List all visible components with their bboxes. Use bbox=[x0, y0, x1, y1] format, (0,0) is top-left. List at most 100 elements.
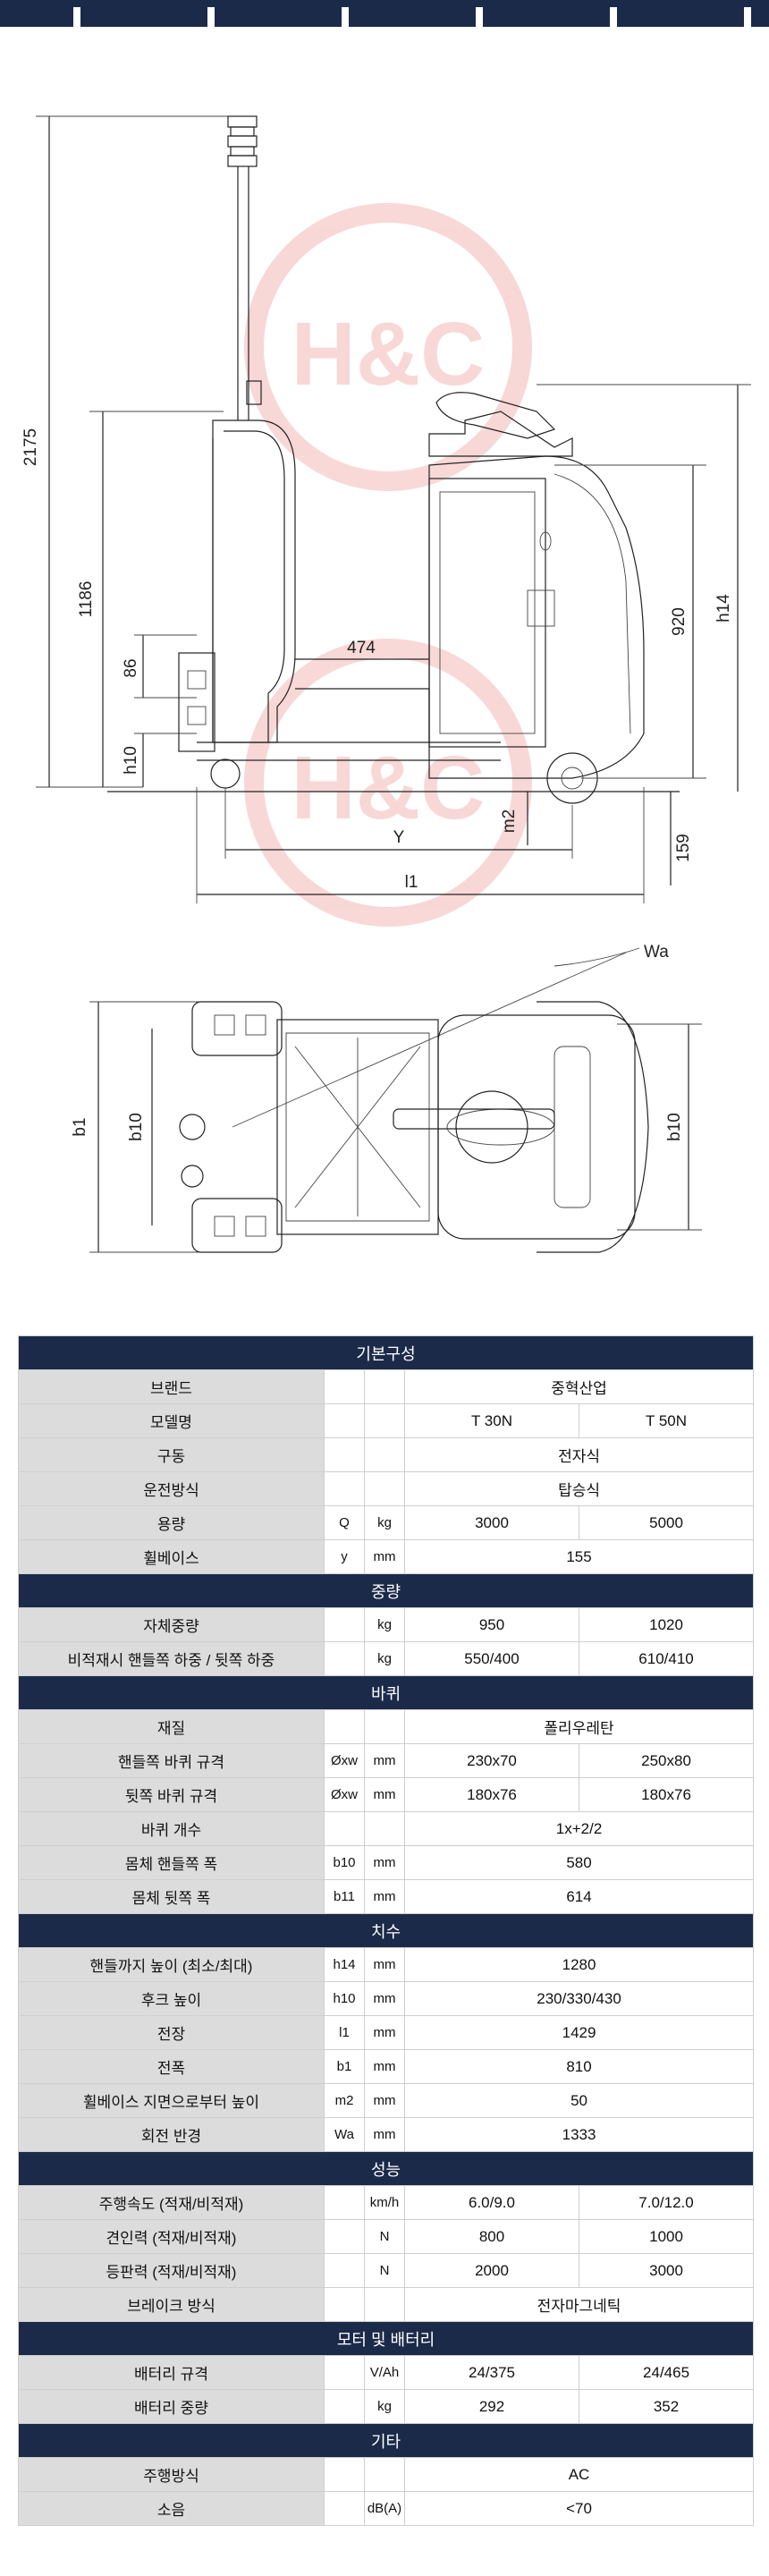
spec-symbol bbox=[324, 2253, 365, 2288]
spec-unit: mm bbox=[364, 1777, 405, 1812]
spec-label: 주행속도 (적재/비적재) bbox=[18, 2185, 325, 2220]
spec-unit: mm bbox=[364, 1879, 405, 1914]
spec-value-t50n: 24/465 bbox=[578, 2355, 755, 2390]
spec-label: 후크 높이 bbox=[18, 1981, 325, 2016]
bar-tick bbox=[610, 7, 617, 27]
tiller-handle bbox=[227, 115, 262, 420]
spec-unit: mm bbox=[364, 1539, 405, 1574]
spec-unit: kg bbox=[364, 1641, 405, 1676]
spec-symbol: b1 bbox=[324, 2049, 365, 2084]
spec-value-t50n: 180x76 bbox=[578, 1777, 755, 1812]
spec-unit: kg bbox=[364, 1607, 405, 1642]
spec-unit: N bbox=[364, 2219, 405, 2254]
spec-label: 핸들까지 높이 (최소/최대) bbox=[18, 1947, 325, 1982]
spec-value: 50 bbox=[403, 2083, 755, 2118]
bar-tick bbox=[476, 7, 483, 27]
spec-label: 재질 bbox=[18, 1709, 325, 1744]
spec-value: 230/330/430 bbox=[403, 1981, 755, 2016]
spec-symbol bbox=[324, 1369, 365, 1404]
spec-unit bbox=[364, 1709, 405, 1744]
spec-value: 810 bbox=[403, 2049, 755, 2084]
spec-value: 전자식 bbox=[403, 1437, 755, 1472]
spec-unit bbox=[364, 1403, 405, 1438]
spec-value: 155 bbox=[403, 1539, 755, 1574]
spec-symbol bbox=[324, 1403, 365, 1438]
spec-category-label: 중량 bbox=[17, 1573, 755, 1608]
spec-label: 몸체 뒷쪽 폭 bbox=[18, 1879, 325, 1914]
truck-body bbox=[178, 392, 645, 804]
spec-value-t30n: 292 bbox=[404, 2389, 579, 2424]
spec-value-t30n: 6.0/9.0 bbox=[404, 2185, 579, 2220]
spec-unit: mm bbox=[364, 1947, 405, 1982]
spec-value-t50n: T 50N bbox=[578, 1403, 755, 1438]
spec-value-t50n: 1020 bbox=[578, 1607, 755, 1642]
svg-text:H&C: H&C bbox=[292, 738, 486, 838]
spec-symbol bbox=[324, 1709, 365, 1744]
spec-symbol bbox=[324, 2457, 365, 2492]
spec-value-t30n: 230x70 bbox=[404, 1743, 579, 1778]
spec-symbol bbox=[324, 1607, 365, 1642]
spec-label: 전장 bbox=[18, 2015, 325, 2050]
spec-value: 폴리우레탄 bbox=[403, 1709, 755, 1744]
spec-unit bbox=[364, 1369, 405, 1404]
spec-symbol: Q bbox=[324, 1505, 365, 1540]
dim-arc-Wa bbox=[554, 947, 640, 967]
spec-unit: dB(A) bbox=[364, 2491, 405, 2526]
spec-value-t30n: 2000 bbox=[404, 2253, 579, 2288]
spec-value: 탑승식 bbox=[403, 1471, 755, 1506]
spec-label: 뒷쪽 바퀴 규격 bbox=[18, 1777, 325, 1812]
truck-top-outline bbox=[179, 1001, 649, 1253]
spec-symbol bbox=[324, 2219, 365, 2254]
dim-920-label: 920 bbox=[670, 607, 689, 636]
spec-value: 1x+2/2 bbox=[403, 1811, 755, 1846]
spec-value-t30n: 550/400 bbox=[404, 1641, 579, 1676]
dim-b10-right-label: b10 bbox=[665, 1113, 684, 1141]
watermark-logo: H&C H&C bbox=[244, 203, 532, 927]
spec-category-label: 모터 및 배터리 bbox=[17, 2321, 755, 2356]
spec-category-row: 기본구성 bbox=[17, 1335, 755, 1370]
spec-symbol bbox=[324, 2491, 365, 2526]
dim-474-label: 474 bbox=[347, 639, 376, 657]
spec-symbol bbox=[324, 2287, 365, 2322]
spec-value-t30n: 950 bbox=[404, 1607, 579, 1642]
spec-symbol bbox=[324, 2355, 365, 2390]
spec-label: 배터리 중량 bbox=[18, 2389, 325, 2424]
spec-category-label: 치수 bbox=[17, 1913, 755, 1948]
spec-symbol: Øxw bbox=[324, 1777, 365, 1812]
dim-Wa-label: Wa bbox=[644, 943, 669, 962]
spec-symbol: h10 bbox=[324, 1981, 365, 2016]
spec-category-row: 기타 bbox=[17, 2423, 755, 2458]
dim-Y-label: Y bbox=[393, 828, 405, 847]
spec-unit: mm bbox=[364, 1845, 405, 1880]
spec-label: 소음 bbox=[18, 2491, 325, 2526]
hook-bracket bbox=[178, 652, 215, 752]
bar-tick bbox=[744, 7, 751, 27]
spec-unit bbox=[364, 2457, 405, 2492]
spec-symbol: y bbox=[324, 1539, 365, 1574]
spec-label: 주행방식 bbox=[18, 2457, 325, 2492]
spec-value: 614 bbox=[403, 1879, 755, 1914]
spec-value: 1429 bbox=[403, 2015, 755, 2050]
bar-tick bbox=[73, 7, 80, 27]
spec-unit: V/Ah bbox=[364, 2355, 405, 2390]
spec-label: 자체중량 bbox=[18, 1607, 325, 1642]
spec-value-t50n: 1000 bbox=[578, 2219, 755, 2254]
spec-symbol: h14 bbox=[324, 1947, 365, 1982]
spec-unit bbox=[364, 2287, 405, 2322]
spec-value: <70 bbox=[403, 2491, 755, 2526]
